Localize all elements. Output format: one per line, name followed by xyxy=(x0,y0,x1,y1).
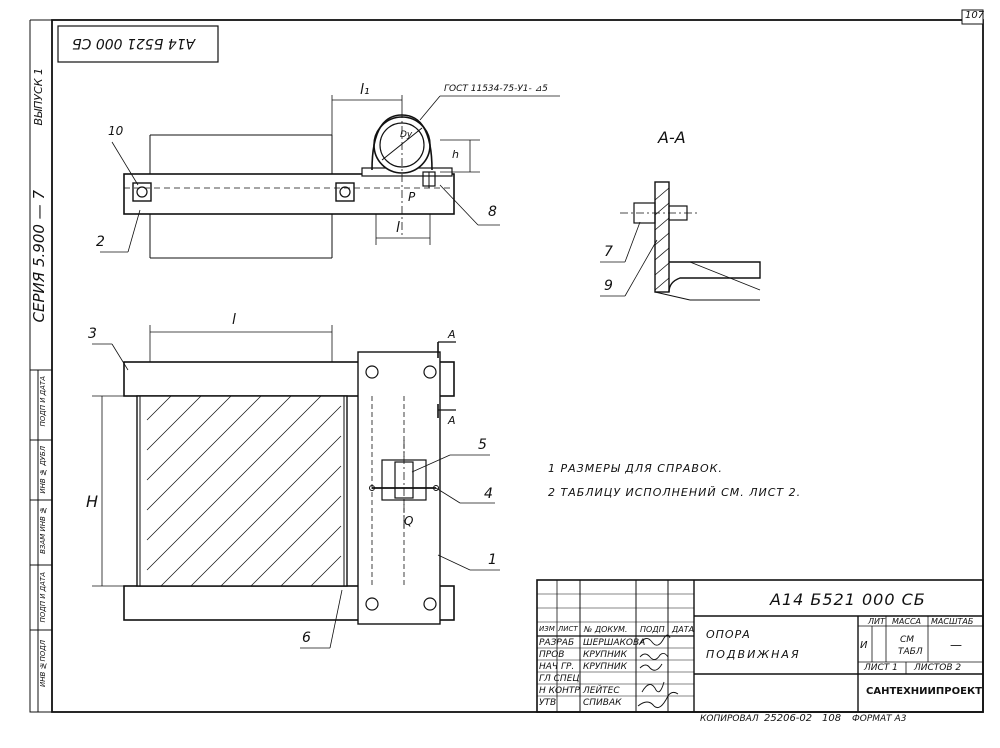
footer-sheet: 108 xyxy=(822,713,842,724)
label-q: Q xyxy=(404,514,414,528)
front-view xyxy=(92,325,500,649)
section-title: А-А xyxy=(658,128,686,147)
tb-role-0: РАЗРАБ xyxy=(539,638,575,648)
section-mark-bottom: А xyxy=(448,414,456,427)
callout-4: 4 xyxy=(484,486,493,502)
tb-head-data: ДАТА xyxy=(672,625,695,634)
footer-format: ФОРМАТ А3 xyxy=(852,714,907,724)
section-a-a xyxy=(600,181,761,301)
title-block xyxy=(536,579,984,713)
tb-role-3: ГЛ СПЕЦ xyxy=(539,674,580,684)
tb-name-2v: КРУПНИК xyxy=(583,662,627,672)
tb-mass-label: МАССА xyxy=(892,617,922,626)
callout-9: 9 xyxy=(604,278,613,294)
tb-lit-value: И xyxy=(860,640,868,651)
tb-name-0: ШЕРШАКОВА xyxy=(583,638,646,648)
tb-name-5v: СПИВАК xyxy=(583,698,622,708)
tb-role-1: ПРОВ xyxy=(539,650,565,660)
signatures xyxy=(637,634,679,709)
tb-lit-label: ЛИТ xyxy=(868,617,885,626)
top-stamp-box xyxy=(57,25,219,63)
dim-l1: l₁ xyxy=(360,82,370,98)
outer-frame xyxy=(51,19,984,713)
note-2: 2 ТАБЛИЦУ ИСПОЛНЕНИЙ СМ. ЛИСТ 2. xyxy=(548,486,802,499)
side-series: СЕРИЯ 5.900 — 7 xyxy=(30,190,48,323)
side-box-4: ИНВ № ДУБЛ xyxy=(39,446,47,494)
tb-scale-value: — xyxy=(950,638,962,652)
callout-8: 8 xyxy=(488,204,497,220)
tb-name-1v: КРУПНИК xyxy=(583,650,627,660)
footer-copied: КОПИРОВАЛ xyxy=(700,714,759,724)
tb-role-2: НАЧ ГР. xyxy=(539,662,575,672)
tb-name-2: ПОДВИЖНАЯ xyxy=(706,648,801,661)
footer-code: 25206-02 xyxy=(764,713,813,724)
top-view xyxy=(100,95,560,259)
tb-sheet-label: ЛИСТ 1 xyxy=(864,663,898,673)
tb-mass-value1: СМ xyxy=(900,635,915,645)
label-p: P xyxy=(408,190,416,204)
tb-org: САНТЕХНИИПРОЕКТ xyxy=(866,686,982,697)
tb-role-5: УТВ xyxy=(539,698,557,708)
tb-role-4: Н КОНТР xyxy=(539,686,580,696)
top-stamp: А14 Б521 000 СБ xyxy=(72,35,195,51)
tb-head-doc: № ДОКУМ. xyxy=(584,625,628,634)
callout-7: 7 xyxy=(604,244,613,260)
gost-note: ГОСТ 11534-75-У1- ⊿5 xyxy=(444,84,548,94)
side-box-3: ВЗАМ ИНВ № xyxy=(39,506,47,554)
tb-scale-label: МАСШТАБ xyxy=(931,617,974,626)
section-mark-top: А xyxy=(448,328,456,341)
tb-name-1: ОПОРА xyxy=(706,628,751,641)
dim-l-top: l xyxy=(396,220,400,236)
tb-sheets-label: ЛИСТОВ 2 xyxy=(914,663,962,673)
top-stamp-text: А14 Б521 000 СБ xyxy=(72,35,196,51)
callout-3: 3 xyxy=(88,326,97,342)
dim-h: h xyxy=(452,148,459,161)
callout-6: 6 xyxy=(302,630,311,646)
dim-H: H xyxy=(86,492,99,511)
callout-2: 2 xyxy=(96,234,105,250)
side-box-2: ПОДП И ДАТА xyxy=(39,572,47,623)
tb-head-izm: ИЗМ xyxy=(539,625,555,633)
callout-5: 5 xyxy=(478,437,487,453)
label-du: Dу xyxy=(400,130,413,140)
tb-head-list: ЛИСТ xyxy=(558,625,578,633)
side-box-5: ПОДП И ДАТА xyxy=(39,376,47,427)
tb-mass-value2: ТАБЛ xyxy=(898,647,923,657)
side-boxes xyxy=(29,369,53,713)
sheet-number: 107 xyxy=(965,10,985,21)
tb-name-4v: ЛЕЙТЕС xyxy=(583,686,620,696)
callout-10: 10 xyxy=(108,124,124,138)
callout-1: 1 xyxy=(488,552,497,568)
dim-l-front: l xyxy=(232,312,236,328)
tb-doc-code: А14 Б521 000 СБ xyxy=(770,590,926,609)
note-1: 1 РАЗМЕРЫ ДЛЯ СПРАВОК. xyxy=(548,462,723,475)
tb-head-podp: ПОДП xyxy=(640,625,665,634)
side-issue: ВЫПУСК 1 xyxy=(32,68,45,126)
side-box-1: ИНВ №ПОДЛ xyxy=(39,640,47,688)
